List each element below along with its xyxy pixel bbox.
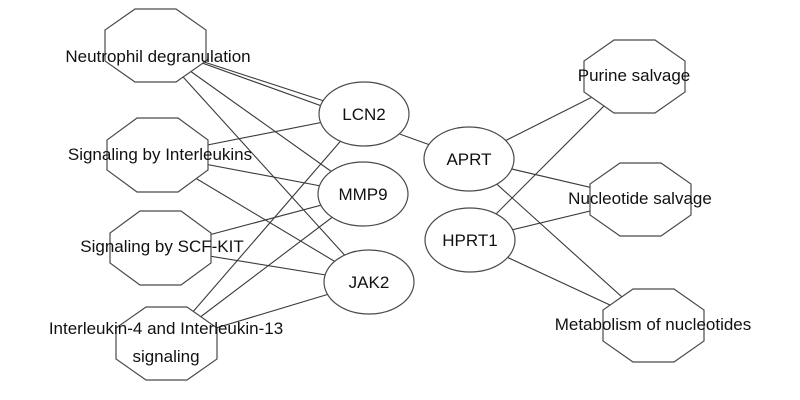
- gene-label-aprt: APRT: [446, 150, 491, 169]
- pathway-label-il4il13-line2: signaling: [132, 347, 199, 366]
- gene-node-lcn2[interactable]: LCN2: [318, 81, 410, 147]
- ellipse-shape: [423, 126, 515, 192]
- pathway-label-metabolism: Metabolism of nucleotides: [555, 315, 752, 334]
- ellipse-shape: [317, 161, 409, 227]
- octagon-shape: [106, 117, 209, 193]
- octagon-shape: [583, 39, 686, 114]
- pathway-node-il4il13[interactable]: Interleukin-4 and Interleukin-13 signali…: [49, 306, 283, 381]
- gene-node-mmp9[interactable]: MMP9: [317, 161, 409, 227]
- ellipse-shape: [323, 249, 415, 315]
- pathway-node-interleukins[interactable]: Signaling by Interleukins: [68, 117, 252, 193]
- gene-label-mmp9: MMP9: [338, 185, 387, 204]
- edge-neutrophil-aprt: [154, 45, 470, 160]
- nodes-layer: Neutrophil degranulation Signaling by In…: [49, 8, 752, 381]
- pathway-node-nucleotide-salvage[interactable]: Nucleotide salvage: [568, 162, 712, 237]
- octagon-shape: [602, 288, 705, 363]
- pathway-label-purine: Purine salvage: [578, 66, 690, 85]
- octagon-shape: [589, 162, 692, 237]
- octagon-shape: [115, 306, 218, 381]
- pathway-label-interleukins: Signaling by Interleukins: [68, 145, 252, 164]
- pathway-node-metabolism[interactable]: Metabolism of nucleotides: [555, 288, 752, 363]
- gene-node-aprt[interactable]: APRT: [423, 126, 515, 192]
- gene-node-hprt1[interactable]: HPRT1: [424, 207, 516, 273]
- pathway-label-scfkit: Signaling by SCF-KIT: [80, 237, 243, 256]
- pathway-label-il4il13: Interleukin-4 and Interleukin-13: [49, 319, 283, 338]
- gene-label-hprt1: HPRT1: [442, 231, 497, 250]
- edge-neutrophil-jak2: [154, 45, 370, 283]
- pathway-node-purine[interactable]: Purine salvage: [578, 39, 690, 114]
- gene-node-jak2[interactable]: JAK2: [323, 249, 415, 315]
- pathway-node-neutrophil[interactable]: Neutrophil degranulation: [65, 8, 251, 83]
- edge-il4il13-lcn2: [165, 113, 365, 344]
- gene-label-jak2: JAK2: [349, 273, 390, 292]
- ellipse-shape: [424, 207, 516, 273]
- pathway-label-nucleotide-salvage: Nucleotide salvage: [568, 189, 712, 208]
- octagon-shape: [109, 210, 212, 286]
- gene-label-lcn2: LCN2: [342, 105, 385, 124]
- pathway-label-neutrophil: Neutrophil degranulation: [65, 47, 250, 66]
- octagon-shape: [104, 8, 207, 83]
- ellipse-shape: [318, 81, 410, 147]
- pathway-node-scfkit[interactable]: Signaling by SCF-KIT: [80, 210, 244, 286]
